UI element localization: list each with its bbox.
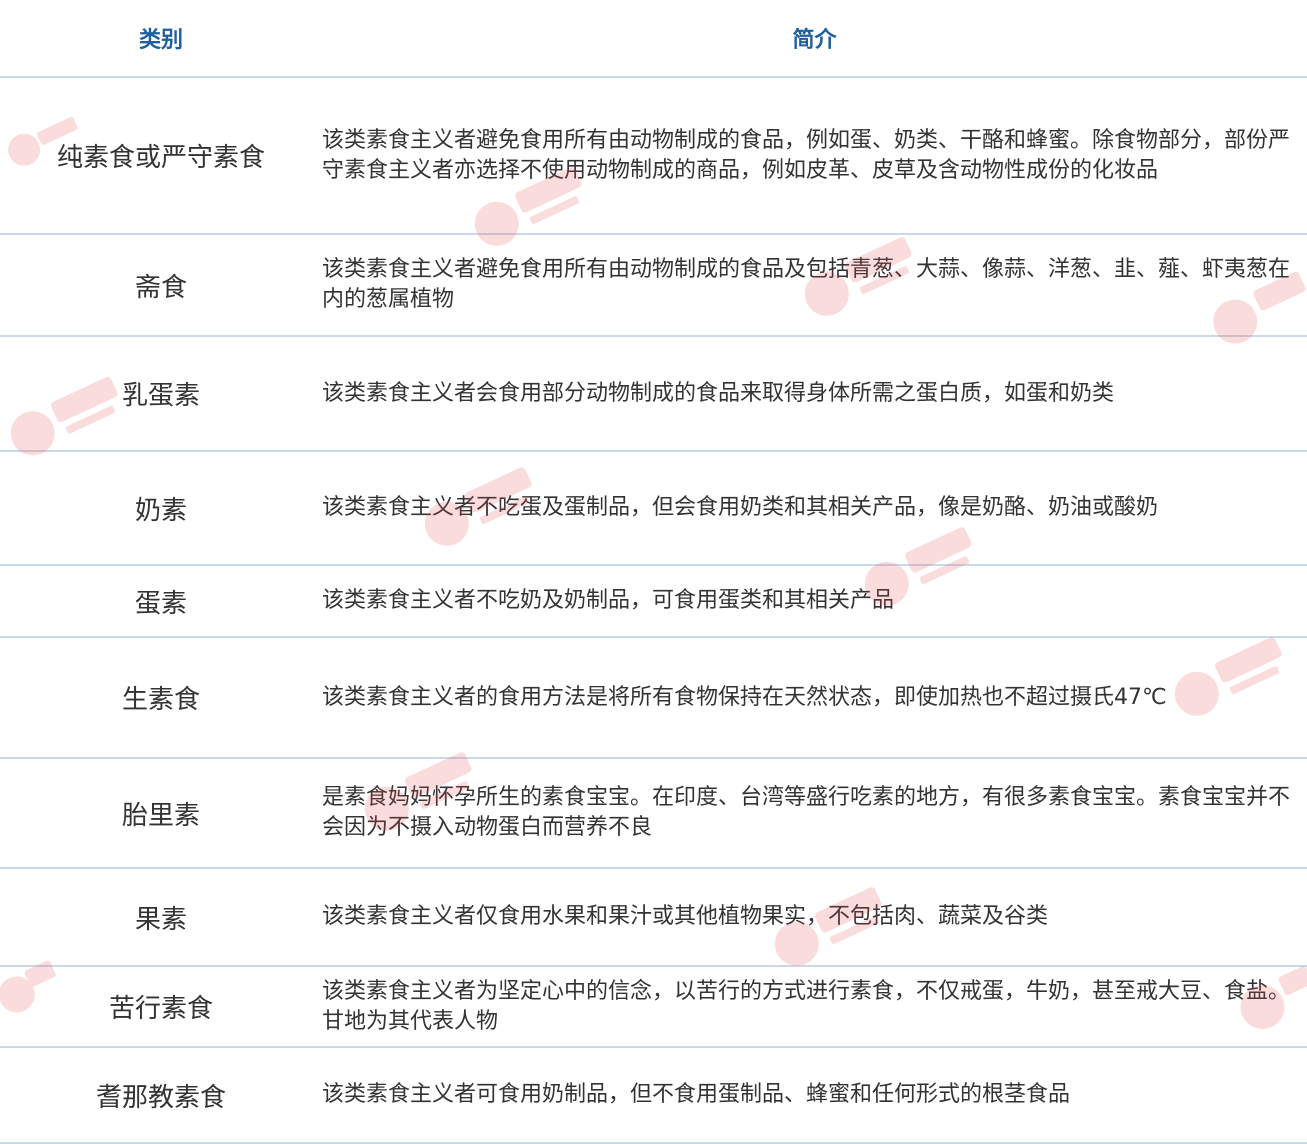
row-description: 该类素食主义者为坚定心中的信念，以苦行的方式进行素食，不仅戒蛋，牛奶，甚至戒大豆… bbox=[322, 978, 1291, 1034]
row-description: 该类素食主义者不吃蛋及蛋制品，但会食用奶类和其相关产品，像是奶酪、奶油或酸奶 bbox=[322, 495, 1159, 520]
table-row: 奶素 该类素食主义者不吃蛋及蛋制品，但会食用奶类和其相关产品，像是奶酪、奶油或酸… bbox=[0, 452, 1307, 566]
row-description: 该类素食主义者仅食用水果和果汁或其他植物果实，不包括肉、蔬菜及谷类 bbox=[322, 904, 1049, 929]
row-category: 耆那教素食 bbox=[95, 1082, 226, 1113]
header-description: 简介 bbox=[792, 28, 837, 53]
row-category: 乳蛋素 bbox=[121, 381, 200, 411]
table-row: 生素食 该类素食主义者的食用方法是将所有食物保持在天然状态，即使加热也不超过摄氏… bbox=[0, 638, 1307, 759]
row-category: 胎里素 bbox=[121, 800, 200, 831]
row-description-cell: 该类素食主义者避免食用所有由动物制成的食品及包括青葱、大蒜、像蒜、洋葱、韭、薤、… bbox=[322, 235, 1307, 335]
row-description-cell: 该类素食主义者不吃蛋及蛋制品，但会食用奶类和其相关产品，像是奶酪、奶油或酸奶 bbox=[322, 452, 1307, 564]
row-description: 该类素食主义者避免食用所有由动物制成的食品，例如蛋、奶类、干酪和蜂蜜。除食物部分… bbox=[322, 127, 1291, 183]
table-row: 蛋素 该类素食主义者不吃奶及奶制品，可食用蛋类和其相关产品 bbox=[0, 566, 1307, 638]
row-category: 生素食 bbox=[121, 685, 200, 715]
row-description-cell: 该类素食主义者可食用奶制品，但不食用蛋制品、蜂蜜和任何形式的根茎食品 bbox=[322, 1048, 1307, 1142]
row-description: 该类素食主义者不吃奶及奶制品，可食用蛋类和其相关产品 bbox=[322, 588, 895, 613]
row-category: 斋食 bbox=[134, 272, 187, 303]
row-category: 蛋素 bbox=[134, 588, 187, 619]
table-row: 胎里素 是素食妈妈怀孕所生的素食宝宝。在印度、台湾等盛行吃素的地方，有很多素食宝… bbox=[0, 759, 1307, 869]
row-category: 苦行素食 bbox=[108, 994, 213, 1024]
table-row: 果素 该类素食主义者仅食用水果和果汁或其他植物果实，不包括肉、蔬菜及谷类 bbox=[0, 869, 1307, 967]
row-description: 是素食妈妈怀孕所生的素食宝宝。在印度、台湾等盛行吃素的地方，有很多素食宝宝。素食… bbox=[322, 785, 1291, 840]
row-description: 该类素食主义者的食用方法是将所有食物保持在天然状态，即使加热也不超过摄氏47℃ bbox=[322, 684, 1167, 710]
table-row: 斋食 该类素食主义者避免食用所有由动物制成的食品及包括青葱、大蒜、像蒜、洋葱、韭… bbox=[0, 235, 1307, 337]
row-description-cell: 该类素食主义者为坚定心中的信念，以苦行的方式进行素食，不仅戒蛋，牛奶，甚至戒大豆… bbox=[322, 967, 1307, 1046]
row-description: 该类素食主义者会食用部分动物制成的食品来取得身体所需之蛋白质，如蛋和奶类 bbox=[322, 380, 1115, 406]
table-header-row: 类别 简介 bbox=[0, 0, 1307, 78]
table-row: 苦行素食 该类素食主义者为坚定心中的信念，以苦行的方式进行素食，不仅戒蛋，牛奶，… bbox=[0, 967, 1307, 1048]
table-row: 乳蛋素 该类素食主义者会食用部分动物制成的食品来取得身体所需之蛋白质，如蛋和奶类 bbox=[0, 337, 1307, 452]
row-description-cell: 该类素食主义者仅食用水果和果汁或其他植物果实，不包括肉、蔬菜及谷类 bbox=[322, 869, 1307, 965]
row-category: 纯素食或严守素食 bbox=[56, 143, 265, 173]
row-description: 该类素食主义者避免食用所有由动物制成的食品及包括青葱、大蒜、像蒜、洋葱、韭、薤、… bbox=[322, 257, 1291, 312]
row-description-cell: 该类素食主义者避免食用所有由动物制成的食品，例如蛋、奶类、干酪和蜂蜜。除食物部分… bbox=[322, 78, 1307, 233]
header-category: 类别 bbox=[138, 28, 183, 53]
row-category: 奶素 bbox=[134, 495, 187, 526]
row-description-cell: 该类素食主义者会食用部分动物制成的食品来取得身体所需之蛋白质，如蛋和奶类 bbox=[322, 337, 1307, 450]
row-description-cell: 该类素食主义者不吃奶及奶制品，可食用蛋类和其相关产品 bbox=[322, 566, 1307, 636]
row-description-cell: 是素食妈妈怀孕所生的素食宝宝。在印度、台湾等盛行吃素的地方，有很多素食宝宝。素食… bbox=[322, 759, 1307, 867]
row-description: 该类素食主义者可食用奶制品，但不食用蛋制品、蜂蜜和任何形式的根茎食品 bbox=[322, 1082, 1071, 1107]
table-row: 耆那教素食 该类素食主义者可食用奶制品，但不食用蛋制品、蜂蜜和任何形式的根茎食品 bbox=[0, 1048, 1307, 1144]
row-category: 果素 bbox=[134, 904, 187, 935]
table-row: 纯素食或严守素食 该类素食主义者避免食用所有由动物制成的食品，例如蛋、奶类、干酪… bbox=[0, 78, 1307, 235]
row-description-cell: 该类素食主义者的食用方法是将所有食物保持在天然状态，即使加热也不超过摄氏47℃ bbox=[322, 638, 1307, 757]
